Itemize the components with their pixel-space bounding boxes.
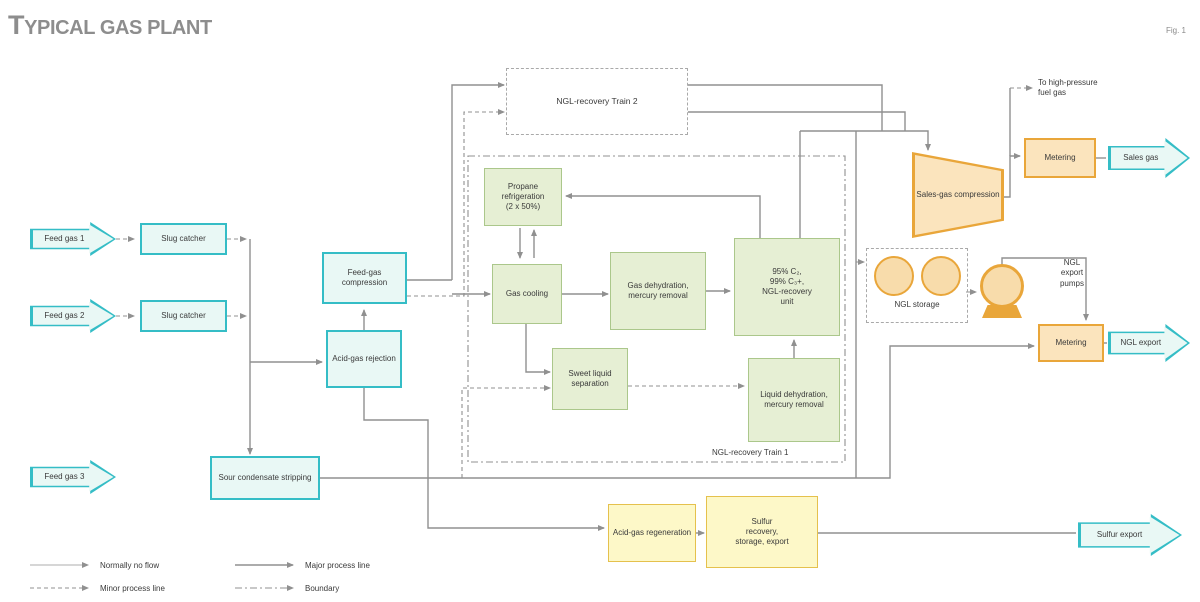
pump-base-icon <box>982 305 1022 318</box>
metering-sales-box: Metering <box>1024 138 1096 178</box>
sales-gas-arrow: Sales gas <box>1108 138 1190 178</box>
propane-refrigeration-box: Propane refrigeration (2 x 50%) <box>484 168 562 226</box>
ngl-train-1-label: NGL-recovery Train 1 <box>712 448 789 457</box>
storage-tank-icon <box>921 256 961 296</box>
legend-major-process-line: Major process line <box>305 561 370 570</box>
liquid-dehydration-box: Liquid dehydration, mercury removal <box>748 358 840 442</box>
sulfur-export-arrow: Sulfur export <box>1078 514 1182 556</box>
metering-ngl-box: Metering <box>1038 324 1104 362</box>
legend-boundary: Boundary <box>305 584 340 593</box>
storage-tank-icon <box>874 256 914 296</box>
acid-gas-regeneration-box: Acid-gas regeneration <box>608 504 696 562</box>
feed-gas-2-arrow: Feed gas 2 <box>30 299 116 333</box>
pump-icon <box>980 264 1024 308</box>
feed-gas-3-label: Feed gas 3 <box>44 471 85 481</box>
slug-catcher-2-box: Slug catcher <box>140 300 227 332</box>
sales-gas-label: Sales gas <box>1123 152 1159 162</box>
feed-gas-3-arrow: Feed gas 3 <box>30 460 116 494</box>
ngl-recovery-unit-box: 95% C₂, 99% C₃+, NGL-recovery unit <box>734 238 840 336</box>
sour-condensate-stripping-box: Sour condensate stripping <box>210 456 320 500</box>
figure-number: Fig. 1 <box>1165 26 1186 35</box>
acid-gas-rejection-box: Acid-gas rejection <box>326 330 402 388</box>
ngl-train-2-box: NGL-recovery Train 2 <box>506 68 688 135</box>
sales-gas-compression-shape: Sales-gas compression <box>912 152 1004 238</box>
sweet-liquid-separation-box: Sweet liquid separation <box>552 348 628 410</box>
feed-gas-2-label: Feed gas 2 <box>44 310 85 320</box>
feed-gas-1-label: Feed gas 1 <box>44 233 85 243</box>
ngl-export-arrow: NGL export <box>1108 324 1190 362</box>
feed-gas-1-arrow: Feed gas 1 <box>30 222 116 256</box>
gas-cooling-box: Gas cooling <box>492 264 562 324</box>
ngl-storage-label: NGL storage <box>894 300 940 309</box>
gas-dehydration-box: Gas dehydration, mercury removal <box>610 252 706 330</box>
slug-catcher-1-box: Slug catcher <box>140 223 227 255</box>
feed-gas-compression-box: Feed-gas compression <box>322 252 407 304</box>
sales-gas-compression-label: Sales-gas compression <box>916 190 1000 199</box>
sulfur-recovery-box: Sulfur recovery, storage, export <box>706 496 818 568</box>
legend-minor-process-line: Minor process line <box>100 584 165 593</box>
fuel-gas-label: To high-pressure fuel gas <box>1038 78 1098 98</box>
page-title: Typical gas plant <box>8 10 212 40</box>
ngl-storage-box <box>866 248 968 323</box>
ngl-export-label: NGL export <box>1120 337 1162 347</box>
ngl-export-pumps-label: NGL export pumps <box>1059 258 1084 288</box>
sulfur-export-label: Sulfur export <box>1096 529 1143 539</box>
legend-normally-no-flow: Normally no flow <box>100 561 160 570</box>
